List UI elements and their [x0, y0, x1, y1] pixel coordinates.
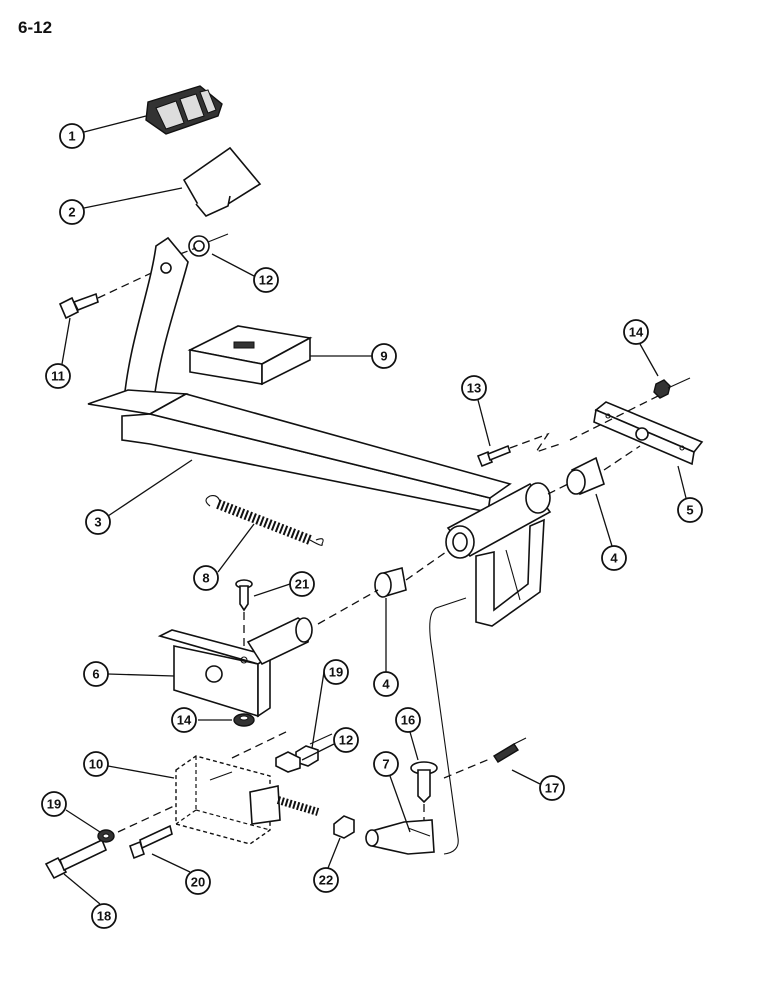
callout-14-bottom: 14: [171, 707, 197, 733]
callout-4-lower: 4: [373, 671, 399, 697]
svg-text:11: 11: [51, 369, 65, 384]
pivot-bracket: [475, 518, 545, 627]
svg-text:10: 10: [89, 757, 103, 772]
svg-text:7: 7: [382, 757, 389, 772]
callout-19-right: 19: [323, 659, 349, 685]
callout-1: 1: [59, 123, 85, 149]
washer-14-bottom: [233, 713, 255, 727]
spring-8: [205, 495, 324, 546]
clevis-7: [365, 819, 435, 855]
svg-text:9: 9: [380, 349, 387, 364]
svg-text:14: 14: [177, 713, 192, 728]
screw-13: [476, 444, 511, 468]
callout-12-bottom: 12: [333, 727, 359, 753]
block-9: [187, 325, 313, 386]
svg-text:19: 19: [329, 665, 343, 680]
callout-20: 20: [185, 869, 211, 895]
callout-21: 21: [289, 571, 315, 597]
callout-18: 18: [91, 903, 117, 929]
svg-text:8: 8: [202, 571, 209, 586]
plate-5: [593, 401, 704, 466]
pin-16: [410, 761, 438, 804]
nut-12-top: [188, 235, 210, 257]
pedal-pad: [145, 85, 223, 135]
bolt-20: [129, 824, 173, 860]
callout-5: 5: [677, 497, 703, 523]
bushing-4-lower: [374, 566, 407, 598]
bushing-4-upper: [566, 456, 605, 496]
callout-2: 2: [59, 199, 85, 225]
block-10: [175, 729, 320, 845]
callout-22: 22: [313, 867, 339, 893]
callout-8: 8: [193, 565, 219, 591]
svg-text:20: 20: [191, 875, 205, 890]
callout-12-top: 12: [253, 267, 279, 293]
cotter-pin-17: [493, 737, 527, 763]
nut-12-bottom: [275, 751, 301, 773]
svg-text:21: 21: [295, 577, 309, 592]
leader-lines: [61, 115, 687, 905]
callout-7: 7: [373, 751, 399, 777]
callout-19-left: 19: [41, 791, 67, 817]
svg-text:4: 4: [610, 551, 618, 566]
bolt-11: [58, 292, 99, 320]
callout-11: 11: [45, 363, 71, 389]
svg-text:22: 22: [319, 873, 333, 888]
callout-6: 6: [83, 661, 109, 687]
svg-text:12: 12: [339, 733, 353, 748]
nut-22: [333, 815, 355, 839]
screw-21: [235, 579, 253, 612]
pedal-pad-mount: [182, 146, 262, 217]
callout-17: 17: [539, 775, 565, 801]
svg-text:6: 6: [92, 667, 99, 682]
callout-9: 9: [371, 343, 397, 369]
callout-10: 10: [83, 751, 109, 777]
svg-text:18: 18: [97, 909, 111, 924]
svg-text:19: 19: [47, 797, 61, 812]
pivot-tube: [445, 482, 552, 559]
pedal-arm: [123, 236, 189, 401]
svg-text:4: 4: [382, 677, 390, 692]
svg-text:1: 1: [68, 129, 75, 144]
washer-19: [97, 829, 115, 843]
svg-text:17: 17: [545, 781, 559, 796]
nut-14-top: [653, 379, 671, 399]
svg-text:16: 16: [401, 713, 415, 728]
svg-text:5: 5: [686, 503, 693, 518]
svg-text:2: 2: [68, 205, 75, 220]
callout-4-upper: 4: [601, 545, 627, 571]
svg-text:12: 12: [259, 273, 273, 288]
pedal-rod: [429, 597, 467, 855]
callout-13: 13: [461, 375, 487, 401]
callout-3: 3: [85, 509, 111, 535]
svg-text:14: 14: [629, 325, 644, 340]
callout-14-top: 14: [623, 319, 649, 345]
bracket-6: [157, 617, 313, 718]
svg-text:13: 13: [467, 381, 481, 396]
bolt-18: [44, 838, 108, 880]
svg-text:3: 3: [94, 515, 101, 530]
pedal-shaft: [87, 389, 512, 513]
callout-16: 16: [395, 707, 421, 733]
page-label: 6-12: [18, 18, 53, 37]
